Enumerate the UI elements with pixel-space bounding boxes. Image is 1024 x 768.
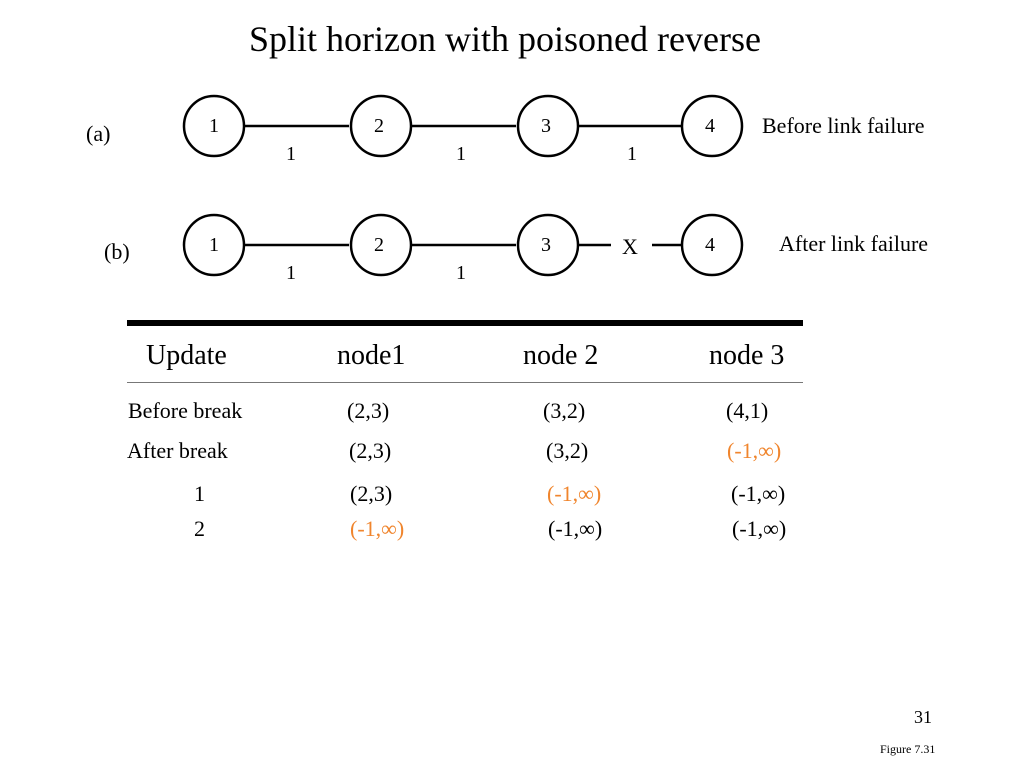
table-row-label: Before break — [128, 398, 243, 423]
table-cell: (2,3) — [349, 438, 392, 463]
node-a-2-label: 2 — [374, 115, 384, 137]
slide-number: 31 — [914, 707, 932, 727]
table-cell: (2,3) — [347, 398, 390, 423]
diagram-b-status: After link failure — [779, 231, 929, 256]
link-break-mark: X — [622, 234, 638, 259]
figure-caption: Figure 7.31 — [880, 742, 936, 756]
table-cell-poisoned: (-1,∞) — [547, 481, 602, 506]
table-cell: (-1,∞) — [548, 516, 603, 541]
slide-title: Split horizon with poisoned reverse — [249, 19, 761, 59]
node-a-3 — [516, 94, 580, 158]
node-b-1-label: 1 — [209, 234, 219, 256]
table-cell: (2,3) — [350, 481, 393, 506]
node-b-2 — [349, 213, 413, 277]
link-a-2-3-cost: 1 — [456, 143, 466, 165]
node-b-3 — [516, 213, 580, 277]
node-b-1 — [182, 213, 246, 277]
table-cell-poisoned: (-1,∞) — [350, 516, 405, 541]
node-b-4 — [680, 213, 744, 277]
table-header-rule — [127, 382, 803, 383]
table-row-label: After break — [127, 438, 228, 463]
node-a-4 — [680, 94, 744, 158]
link-b-2-3-cost: 1 — [456, 262, 466, 284]
node-b-2-label: 2 — [374, 234, 384, 256]
node-a-2 — [349, 94, 413, 158]
node-b-4-label: 4 — [705, 234, 715, 256]
table-header-update: Update — [146, 340, 227, 371]
table-header-node2: node 2 — [523, 340, 599, 371]
table-cell: (-1,∞) — [731, 481, 786, 506]
table-cell: (3,2) — [546, 438, 589, 463]
node-a-3-label: 3 — [541, 115, 551, 137]
diagram-a-status: Before link failure — [762, 113, 925, 138]
node-a-4-label: 4 — [705, 115, 715, 137]
table-cell: (3,2) — [543, 398, 586, 423]
table-cell: (4,1) — [726, 398, 769, 423]
table-header-node1: node1 — [337, 340, 406, 371]
table-header-node3: node 3 — [709, 340, 785, 371]
node-b-3-label: 3 — [541, 234, 551, 256]
table-row-label: 2 — [194, 516, 205, 541]
table-top-rule — [127, 320, 803, 326]
diagram-a-label: (a) — [86, 121, 111, 146]
node-a-1 — [182, 94, 246, 158]
link-a-3-4-cost: 1 — [627, 143, 637, 165]
link-b-1-2-cost: 1 — [286, 262, 296, 284]
table-cell: (-1,∞) — [732, 516, 787, 541]
link-a-1-2-cost: 1 — [286, 143, 296, 165]
table-row-label: 1 — [194, 481, 205, 506]
diagram-b-label: (b) — [104, 239, 130, 264]
node-a-1-label: 1 — [209, 115, 219, 137]
table-cell-poisoned: (-1,∞) — [727, 438, 782, 463]
network-topology-diagram: 1 2 3 4 1 1 1 1 2 3 4 X 1 1 — [182, 94, 744, 284]
